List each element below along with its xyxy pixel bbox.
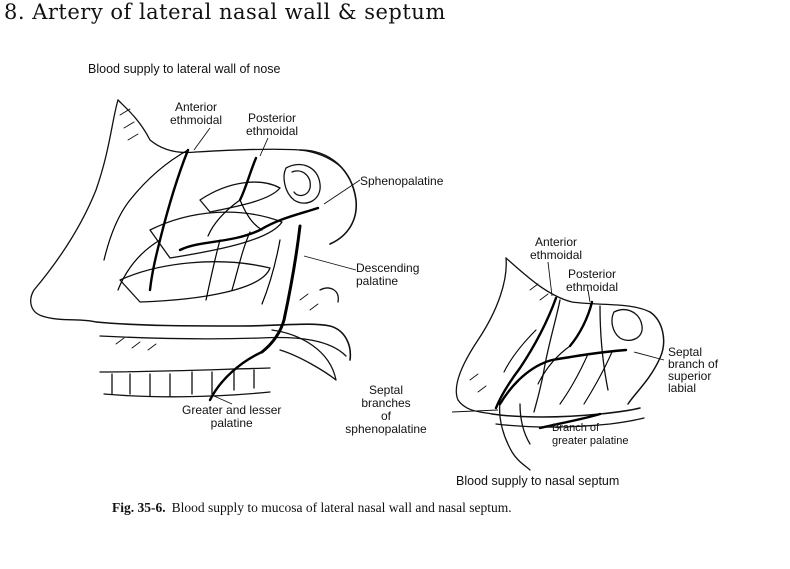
lateral-anterior-ethmoidal-artery: [148, 148, 190, 292]
figure-caption: Fig. 35-6. Blood supply to mucosa of late…: [112, 500, 512, 516]
septum-back: [627, 311, 665, 405]
label-anterior-ethmoidal-septum: Anterior ethmoidal: [530, 235, 583, 262]
label-descending-palatine: Descending palatine: [356, 261, 420, 288]
inferior-concha: [119, 261, 271, 303]
lateral-wall-nose-profile: [30, 99, 119, 323]
lateral-descending-palatine-artery: [260, 224, 302, 354]
lateral-wall-teeth-line: [99, 367, 271, 373]
figure-number: Fig. 35-6.: [112, 500, 166, 515]
septum-sphenopalatine-artery: [498, 348, 628, 406]
label-branch-greater-palatine: Branch of greater palatine: [552, 422, 629, 447]
figure-caption-text: Blood supply to mucosa of lateral nasal …: [171, 500, 512, 515]
label-posterior-ethmoidal-septum: Posterior ethmoidal: [566, 267, 619, 294]
lateral-wall-roof: [195, 148, 341, 167]
lateral-wall-palate: [95, 321, 352, 361]
lateral-greater-lesser-palatine-artery: [208, 350, 264, 402]
septum-palate: [491, 407, 641, 418]
lateral-wall-sphenoid: [299, 149, 357, 245]
septum-branch-greater-palatine-artery: [538, 412, 602, 430]
lateral-sphenopalatine-artery: [178, 206, 320, 252]
label-sphenopalatine-lateral: Sphenopalatine: [360, 174, 444, 188]
lateral-posterior-ethmoidal-artery: [238, 156, 258, 202]
septum-posterior-ethmoidal-artery: [568, 300, 594, 348]
middle-concha: [149, 211, 283, 259]
label-anterior-ethmoidal-lateral: Anterior ethmoidal: [170, 100, 223, 127]
label-septal-branches-sphenopalatine: Septal branches of sphenopalatine: [345, 383, 427, 436]
septum-nose-profile: [455, 257, 507, 415]
label-septal-branch-superior-labial: Septal branch of superior labial: [668, 345, 719, 395]
septum-anterior-ethmoidal-artery: [494, 296, 558, 410]
lateral-wall-nasal-bone: [117, 99, 197, 154]
septum-roof: [505, 257, 651, 313]
label-greater-lesser-palatine: Greater and lesser palatine: [182, 403, 282, 430]
septum-heading: Blood supply to nasal septum: [456, 474, 620, 488]
slide-title: 8. Artery of lateral nasal wall & septum: [4, 0, 446, 24]
lateral-wall-heading: Blood supply to lateral wall of nose: [88, 62, 281, 76]
label-posterior-ethmoidal-lateral: Posterior ethmoidal: [246, 111, 299, 138]
superior-concha: [199, 181, 281, 213]
